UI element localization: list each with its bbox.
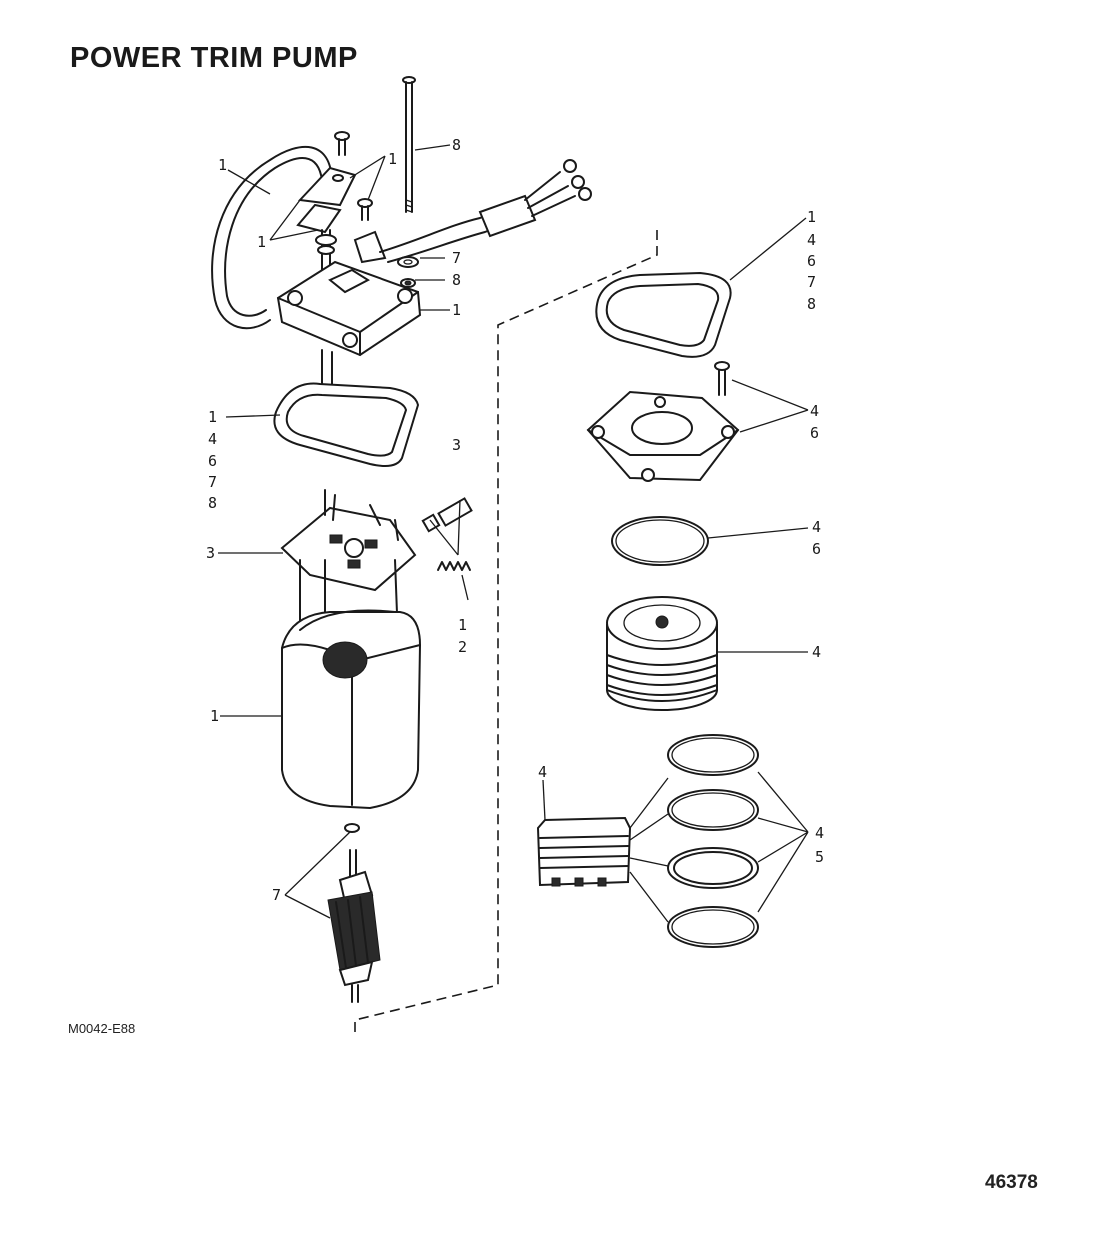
valve-block bbox=[536, 816, 632, 887]
callout-washer: 7 bbox=[452, 249, 461, 267]
wire-sleeve bbox=[478, 194, 537, 238]
callout-frame: 1 bbox=[210, 707, 219, 725]
callout-gasket-right-2: 4 bbox=[807, 231, 816, 249]
callout-top-screws: 1 bbox=[388, 150, 397, 168]
callout-plate-2: 6 bbox=[810, 424, 819, 442]
top-screws bbox=[334, 131, 373, 221]
callout-armature: 7 bbox=[272, 886, 281, 904]
callout-gasket-left-3: 6 bbox=[208, 452, 217, 470]
callout-brush-holder: 3 bbox=[206, 544, 215, 562]
leader-lines bbox=[218, 144, 809, 923]
callout-end-cap: 1 bbox=[452, 301, 461, 319]
callout-gasket-left-1: 1 bbox=[208, 408, 217, 426]
brush-holder bbox=[280, 489, 417, 661]
diagram-title: POWER TRIM PUMP bbox=[70, 42, 358, 74]
hose-flange bbox=[297, 166, 357, 207]
callout-gasket-right-1: 1 bbox=[807, 208, 816, 226]
o-ring bbox=[611, 516, 709, 566]
wire-clamp bbox=[353, 230, 387, 264]
end-cap bbox=[276, 260, 422, 386]
callout-valve-block: 4 bbox=[538, 763, 547, 781]
through-bolt bbox=[402, 76, 416, 213]
callout-seals-2: 5 bbox=[815, 848, 824, 866]
gasket-left bbox=[273, 382, 420, 467]
callout-long-bolt: 8 bbox=[452, 136, 461, 154]
section-divider-line bbox=[354, 229, 658, 1032]
armature bbox=[327, 823, 381, 1003]
seal-rings bbox=[667, 734, 759, 948]
hose bbox=[211, 146, 333, 330]
washer bbox=[397, 256, 419, 268]
gasket-right bbox=[595, 271, 732, 358]
callout-gasket-right-4: 7 bbox=[807, 273, 816, 291]
motor-frame bbox=[281, 609, 422, 810]
callout-oring-1: 4 bbox=[812, 518, 821, 536]
pump-end-plate bbox=[586, 390, 740, 482]
figure-code: M0042-E88 bbox=[68, 1021, 136, 1036]
document-number: 46378 bbox=[985, 1172, 1038, 1193]
pump-body bbox=[606, 596, 718, 711]
callout-gasket-right-3: 6 bbox=[807, 252, 816, 270]
callout-gasket-left-2: 4 bbox=[208, 430, 217, 448]
callout-seals-1: 4 bbox=[815, 824, 824, 842]
plate-bolt bbox=[714, 361, 730, 371]
callout-hose: 1 bbox=[218, 156, 227, 174]
callout-nut: 8 bbox=[452, 271, 461, 289]
callout-pump-body: 4 bbox=[812, 643, 821, 661]
callout-oring-2: 6 bbox=[812, 540, 821, 558]
callout-shaft-parts: 1 bbox=[257, 233, 266, 251]
callout-gasket-left-5: 8 bbox=[208, 494, 217, 512]
callout-gasket-right-5: 8 bbox=[807, 295, 816, 313]
brush bbox=[437, 497, 473, 527]
brush-spring bbox=[437, 561, 471, 571]
callout-brushes: 3 bbox=[452, 436, 461, 454]
callout-spring-1: 1 bbox=[458, 616, 467, 634]
callout-gasket-left-4: 7 bbox=[208, 473, 217, 491]
callout-spring-2: 2 bbox=[458, 638, 467, 656]
callout-plate-1: 4 bbox=[810, 402, 819, 420]
